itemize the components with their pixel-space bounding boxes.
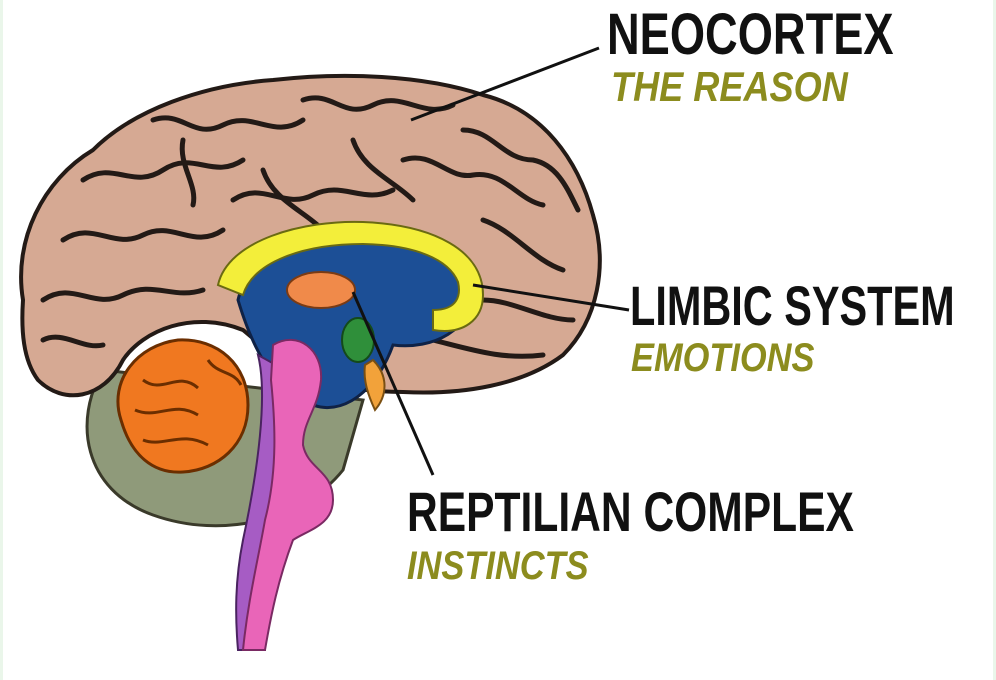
- amygdala-shape: [341, 317, 375, 363]
- brainstem-pink: [241, 339, 335, 651]
- neocortex-leader: [410, 46, 600, 122]
- cerebellum-shape: [116, 338, 250, 474]
- neocortex-subtitle: THE REASON: [611, 63, 848, 110]
- limbic-system-title: LIMBIC SYSTEM: [630, 274, 955, 337]
- limbic-system-subtitle: EMOTIONS: [631, 336, 815, 380]
- reptilian-complex-subtitle: INSTINCTS: [407, 544, 589, 588]
- neocortex-title: NEOCORTEX: [607, 2, 894, 67]
- reptilian-complex-title: REPTILIAN COMPLEX: [407, 480, 854, 543]
- thalamus-shape: [286, 271, 356, 309]
- cerebellum-folds: [134, 359, 243, 447]
- hippocampus-tail: [363, 358, 386, 412]
- neocortex-folds: [40, 95, 581, 359]
- brain-illustration: [19, 46, 630, 651]
- limbic-leader: [472, 283, 630, 312]
- reptilian-leader: [351, 291, 435, 476]
- limbic-arc: [216, 220, 485, 332]
